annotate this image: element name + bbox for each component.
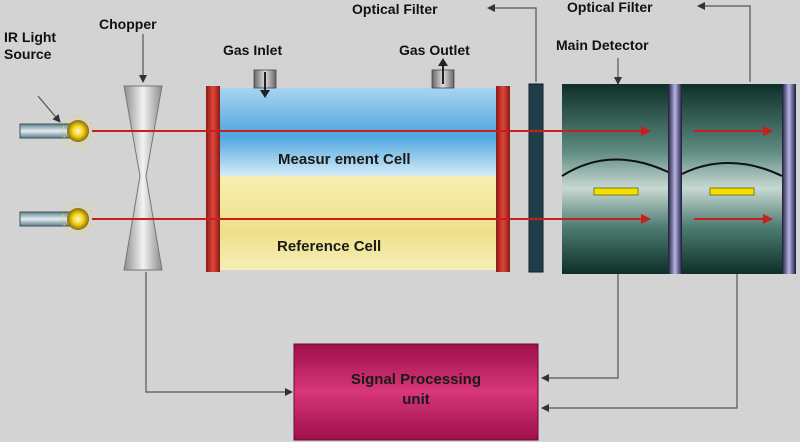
cell-window-left (206, 86, 220, 272)
optical-filter-plate (528, 83, 544, 273)
signal-processing-label-line1: Signal Processing (351, 371, 481, 388)
measurement-cell-label: Measur ement Cell (278, 151, 411, 168)
gas-inlet-label: Gas Inlet (223, 42, 282, 58)
ir-light-source-label-line2: Source (4, 46, 52, 62)
ir-light-source-label-line1: IR Light (4, 29, 56, 45)
optical-filter-label-1: Optical Filter (352, 1, 438, 17)
chopper-label: Chopper (99, 16, 157, 32)
optical-filter-label-2: Optical Filter (567, 0, 653, 15)
ir-light-source-bottom (19, 203, 94, 235)
signal-processing-label-line2: unit (402, 391, 430, 408)
chopper (123, 85, 163, 271)
ir-beams (92, 126, 773, 224)
gas-inlet-port (253, 69, 277, 98)
reference-cell-label: Reference Cell (277, 238, 381, 255)
sensor-bar-left (593, 187, 639, 196)
main-detector (561, 84, 796, 274)
optical-filter-leaders (37, 2, 751, 123)
gas-outlet-label: Gas Outlet (399, 42, 470, 58)
ir-light-source-top (19, 115, 94, 147)
signal-wires (145, 272, 738, 412)
signal-processing-unit (293, 343, 539, 441)
reference-cell (218, 176, 498, 270)
main-detector-label: Main Detector (556, 37, 649, 53)
gas-outlet-port (431, 58, 455, 89)
sensor-bar-right (709, 187, 755, 196)
cell-window-right (496, 86, 510, 272)
